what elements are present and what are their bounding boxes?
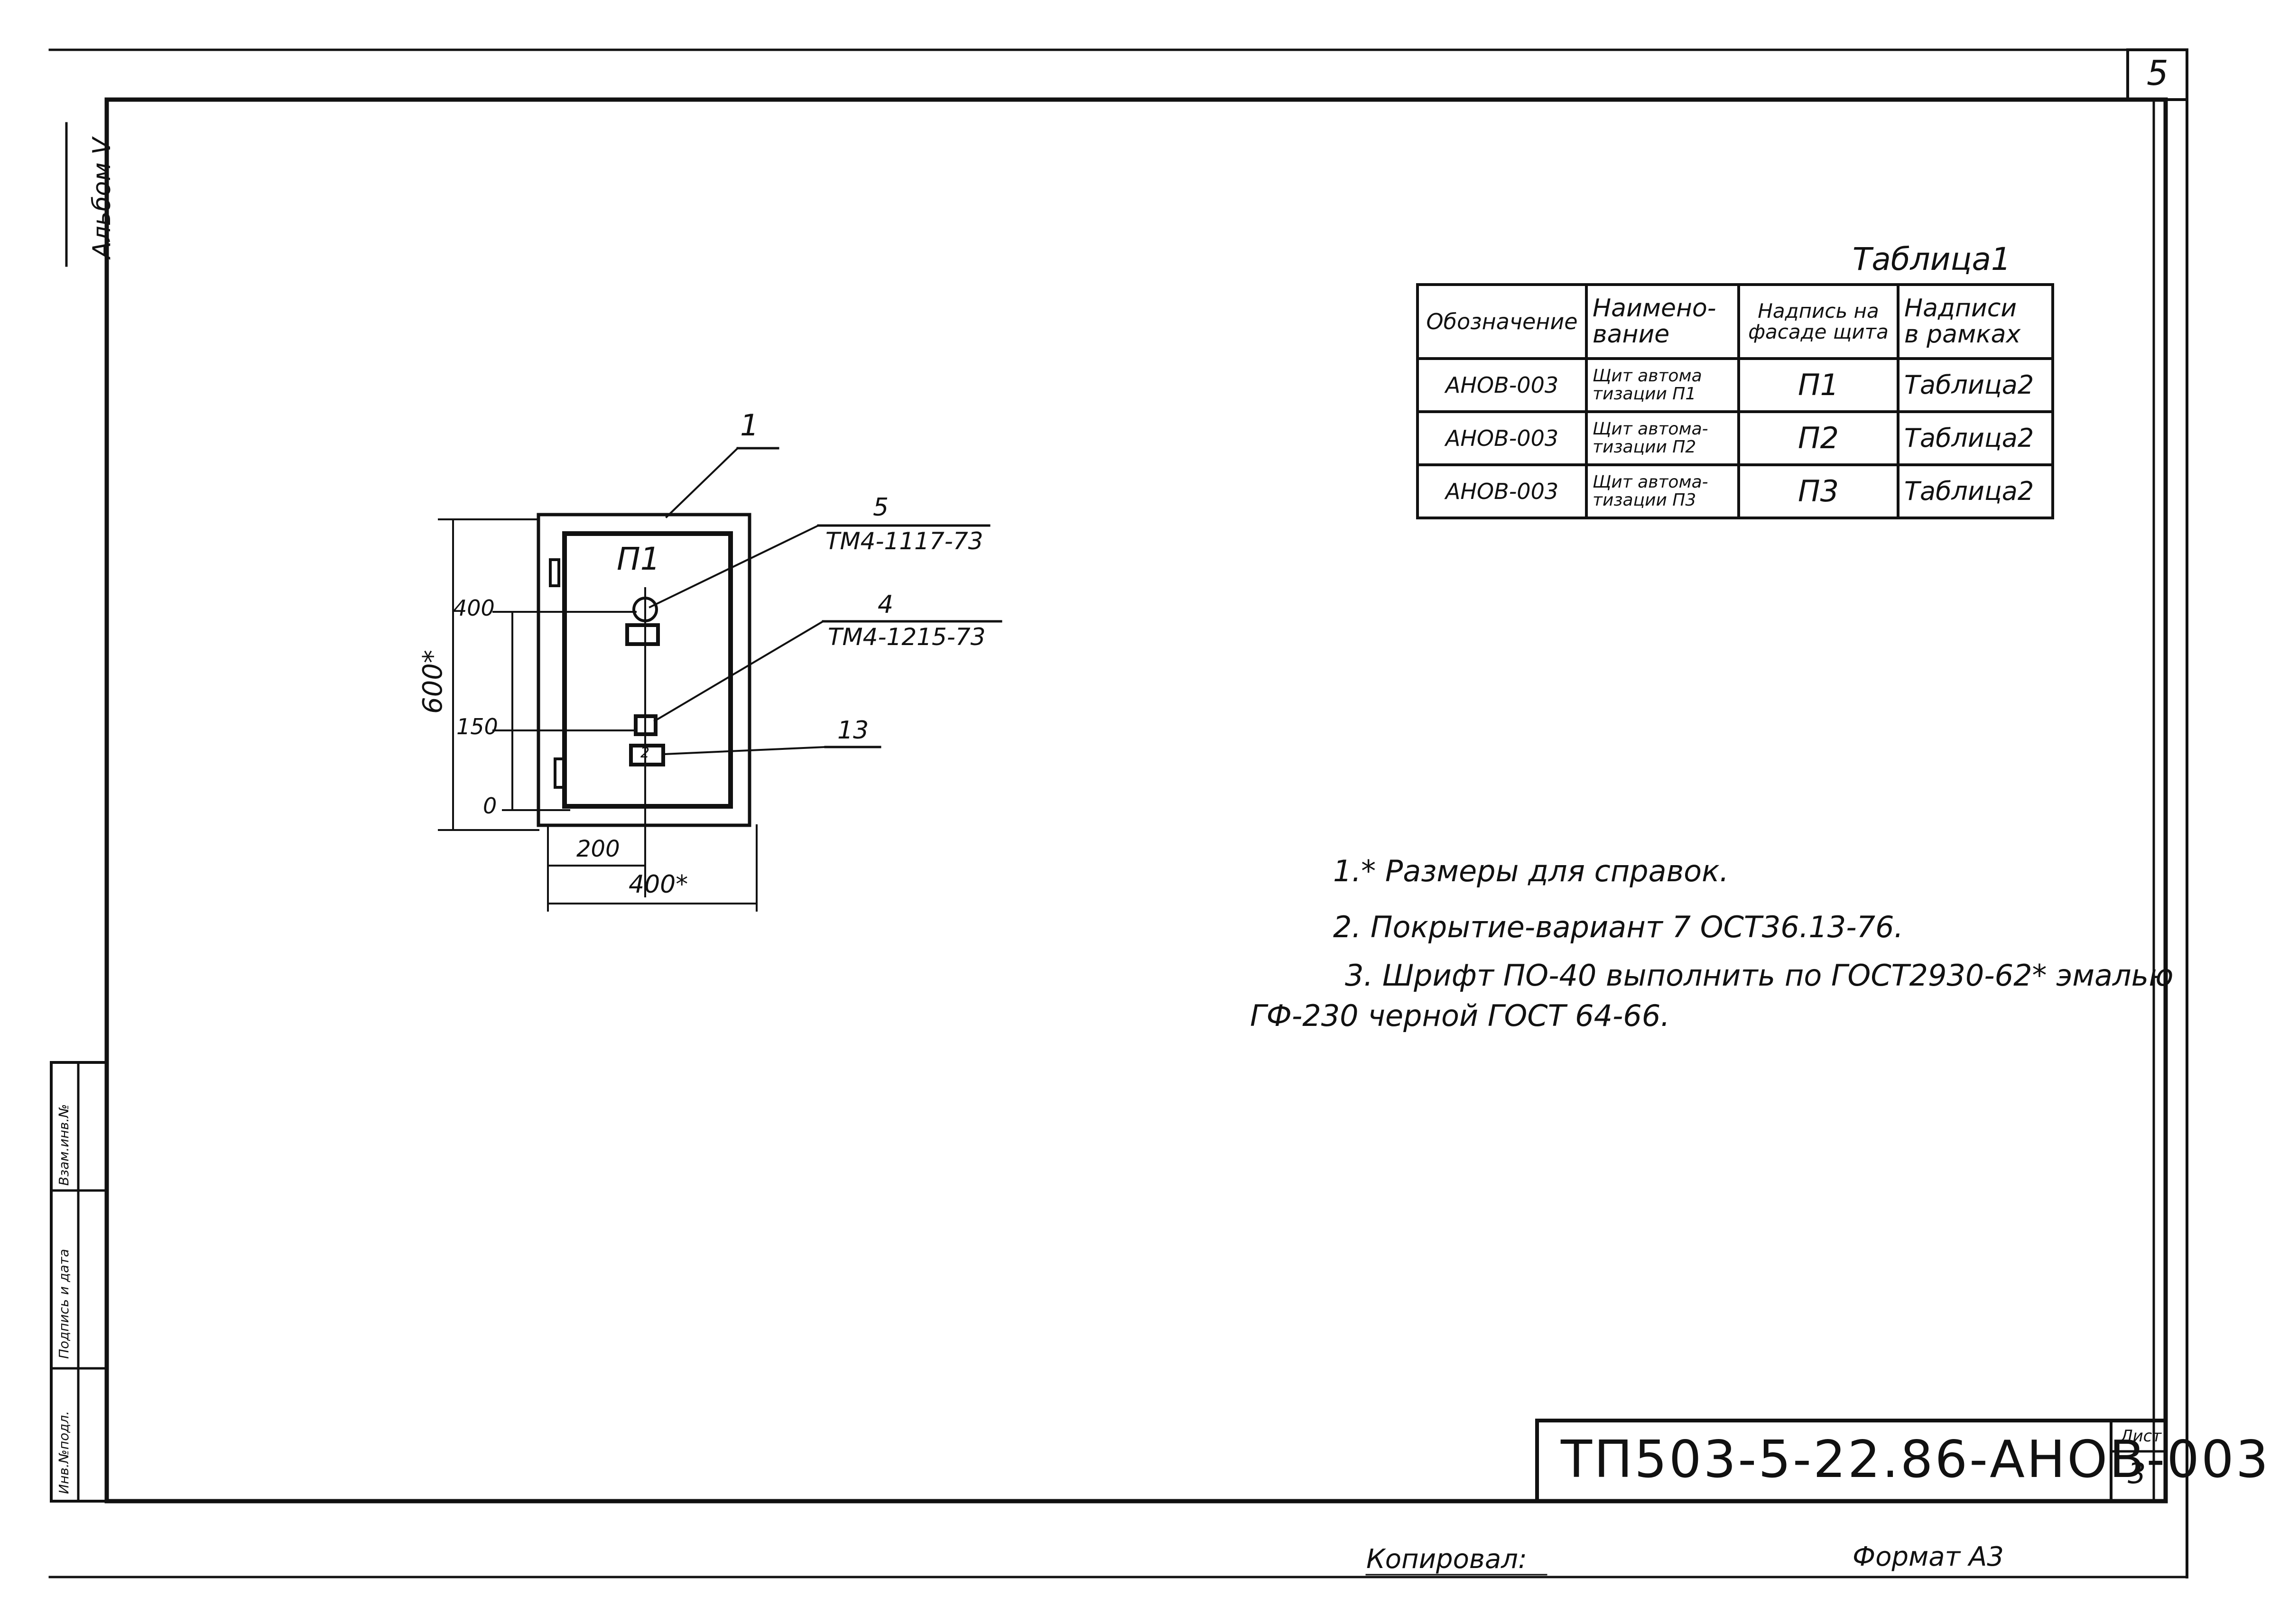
header-name: Наимено- вание bbox=[1585, 283, 1740, 360]
stamp-inv-podl: Инв.№подл. bbox=[56, 1411, 72, 1494]
nameplate-item13 bbox=[629, 744, 665, 766]
sheet-number-box bbox=[2126, 48, 2188, 101]
nameplate-top bbox=[625, 623, 660, 646]
leader-4 bbox=[653, 620, 825, 722]
table-row: АНОВ-003 Щит автома- тизации П3 П3 Табли… bbox=[1416, 463, 2054, 519]
header-frames-line2: в рамках bbox=[1904, 320, 2021, 349]
header-facade-line1: Надпись на bbox=[1758, 299, 1879, 323]
callout-13: 13 bbox=[837, 716, 869, 745]
row-name-line1: Щит автома- bbox=[1593, 419, 1708, 439]
table-1: Обозначение Наимено- вание Надпись на фа… bbox=[1416, 283, 2054, 519]
inner-frame bbox=[104, 97, 2168, 1504]
row-name: Щит автома- тизации П3 bbox=[1585, 463, 1740, 519]
header-facade-label: Надпись на фасаде щита bbox=[1737, 283, 1899, 360]
row-name-line2: тизации П1 bbox=[1593, 384, 1696, 404]
row-code: АНОВ-003 bbox=[1416, 463, 1588, 519]
table-row: АНОВ-003 Щит автома тизации П1 П1 Таблиц… bbox=[1416, 357, 2054, 413]
row-name-line1: Щит автома bbox=[1593, 366, 1702, 386]
row-code: АНОВ-003 bbox=[1416, 357, 1588, 413]
table-header-row: Обозначение Наимено- вание Надпись на фа… bbox=[1416, 283, 2054, 360]
dim-600-text: 600* bbox=[417, 650, 448, 714]
sheet-value: 3 bbox=[2128, 1457, 2146, 1490]
note-3-line1: 3. Шрифт ПО-40 выполнить по ГОСТ2930-62*… bbox=[1345, 958, 2174, 993]
header-facade-line2: фасаде щита bbox=[1748, 320, 1889, 343]
dim-200-text: 200 bbox=[576, 836, 620, 862]
hinge-bottom bbox=[554, 757, 565, 789]
title-block-frame bbox=[1535, 1419, 2168, 1503]
header-frames: Надписи в рамках bbox=[1897, 283, 2054, 360]
row-frames: Таблица2 bbox=[1897, 357, 2054, 413]
dim-0-text: 0 bbox=[483, 793, 497, 819]
stamp-vzam-inv: Взам.инв.№ bbox=[56, 1104, 72, 1186]
table-row: АНОВ-003 Щит автома- тизации П2 П2 Табли… bbox=[1416, 410, 2054, 466]
row-frames: Таблица2 bbox=[1897, 410, 2054, 466]
note-2: 2. Покрытие-вариант 7 ОСТ36.13-76. bbox=[1333, 910, 1904, 944]
note-3-line2: ГФ-230 черной ГОСТ 64-66. bbox=[1250, 998, 1670, 1033]
header-name-line1: Наимено- bbox=[1593, 294, 1716, 323]
callout-1: 1 bbox=[740, 408, 759, 443]
header-designation: Обозначение bbox=[1416, 283, 1588, 360]
row-name-line2: тизации П3 bbox=[1593, 490, 1696, 510]
dim-400w-text: 400* bbox=[629, 870, 688, 899]
sheet-label: Лист bbox=[2121, 1427, 2162, 1446]
callout-5-code: ТМ4-1117-73 bbox=[825, 527, 983, 555]
sheet-number: 5 bbox=[2147, 53, 2168, 93]
header-name-line2: вание bbox=[1593, 320, 1670, 349]
callout-5: 5 bbox=[873, 493, 889, 522]
hinge-top bbox=[549, 558, 560, 587]
table-caption: Таблица1 bbox=[1853, 241, 2011, 277]
panel-door bbox=[562, 531, 733, 809]
row-label: П1 bbox=[1737, 357, 1899, 413]
note-1: 1.* Размеры для справок. bbox=[1333, 854, 1729, 888]
row-label: П2 bbox=[1737, 410, 1899, 466]
door-plate-number: 2 bbox=[640, 745, 650, 761]
dim-400-text: 400 bbox=[453, 595, 495, 621]
row-name-line2: тизации П2 bbox=[1593, 437, 1696, 457]
leader-1 bbox=[665, 447, 739, 518]
header-frames-line1: Надписи bbox=[1904, 294, 2017, 323]
row-name: Щит автома- тизации П2 bbox=[1585, 410, 1740, 466]
door-label: П1 bbox=[617, 541, 660, 577]
format-label: Формат А3 bbox=[1853, 1541, 2004, 1572]
panel-body bbox=[537, 513, 751, 827]
row-frames: Таблица2 bbox=[1897, 463, 2054, 519]
row-code: АНОВ-003 bbox=[1416, 410, 1588, 466]
callout-4: 4 bbox=[878, 591, 894, 619]
album-label: Альбом V bbox=[88, 138, 116, 258]
document-designation: ТП503-5-22.86-АНОВ-003 bbox=[1561, 1430, 2270, 1489]
copied-by-label: Копировал: bbox=[1366, 1544, 1527, 1575]
callout-4-code: ТМ4-1215-73 bbox=[828, 623, 986, 651]
leader-5 bbox=[649, 524, 820, 609]
row-name-line1: Щит автома- bbox=[1593, 472, 1708, 492]
leader-13 bbox=[663, 746, 827, 756]
dim-150-text: 150 bbox=[456, 714, 498, 739]
stamp-signature-date: Подпись и дата bbox=[56, 1249, 72, 1359]
row-label: П3 bbox=[1737, 463, 1899, 519]
row-name: Щит автома тизации П1 bbox=[1585, 357, 1740, 413]
